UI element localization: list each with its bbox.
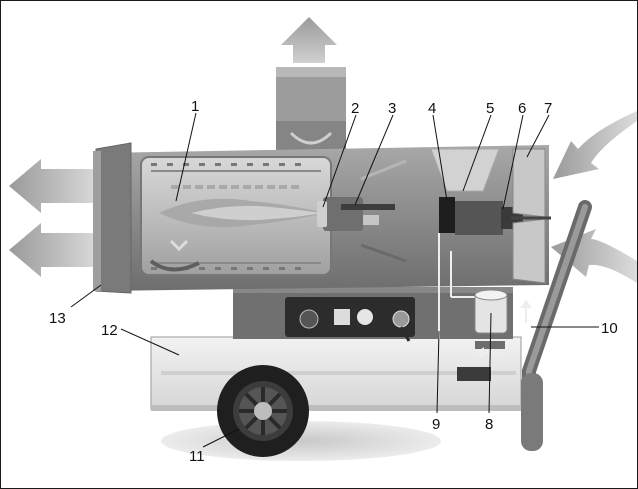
callout-11: 11 [189,448,205,465]
control-panel [285,297,415,342]
callout-7: 7 [544,100,552,117]
callout-4: 4 [428,100,436,117]
callout-3: 3 [388,100,396,117]
callout-1: 1 [191,98,199,115]
outlet-nozzle [95,142,132,294]
fan [511,148,551,284]
leader-lines [70,112,599,448]
callout-13: 13 [49,310,66,327]
cold-air-arrow-upper [553,111,637,179]
burner-head [317,197,395,231]
callout-2: 2 [351,100,359,117]
callout-5: 5 [486,100,494,117]
callout-8: 8 [485,416,493,433]
combustion-chamber [140,156,332,276]
handle [521,200,592,451]
callout-12: 12 [101,322,118,339]
hot-air-arrow-upper [9,159,101,213]
wheel [217,365,309,457]
exhaust-up-arrow [281,17,337,63]
hot-air-arrow-lower [9,223,101,277]
motor-assembly [430,148,523,235]
callout-6: 6 [518,100,526,117]
callout-9: 9 [432,416,440,433]
callout-10: 10 [601,320,618,337]
